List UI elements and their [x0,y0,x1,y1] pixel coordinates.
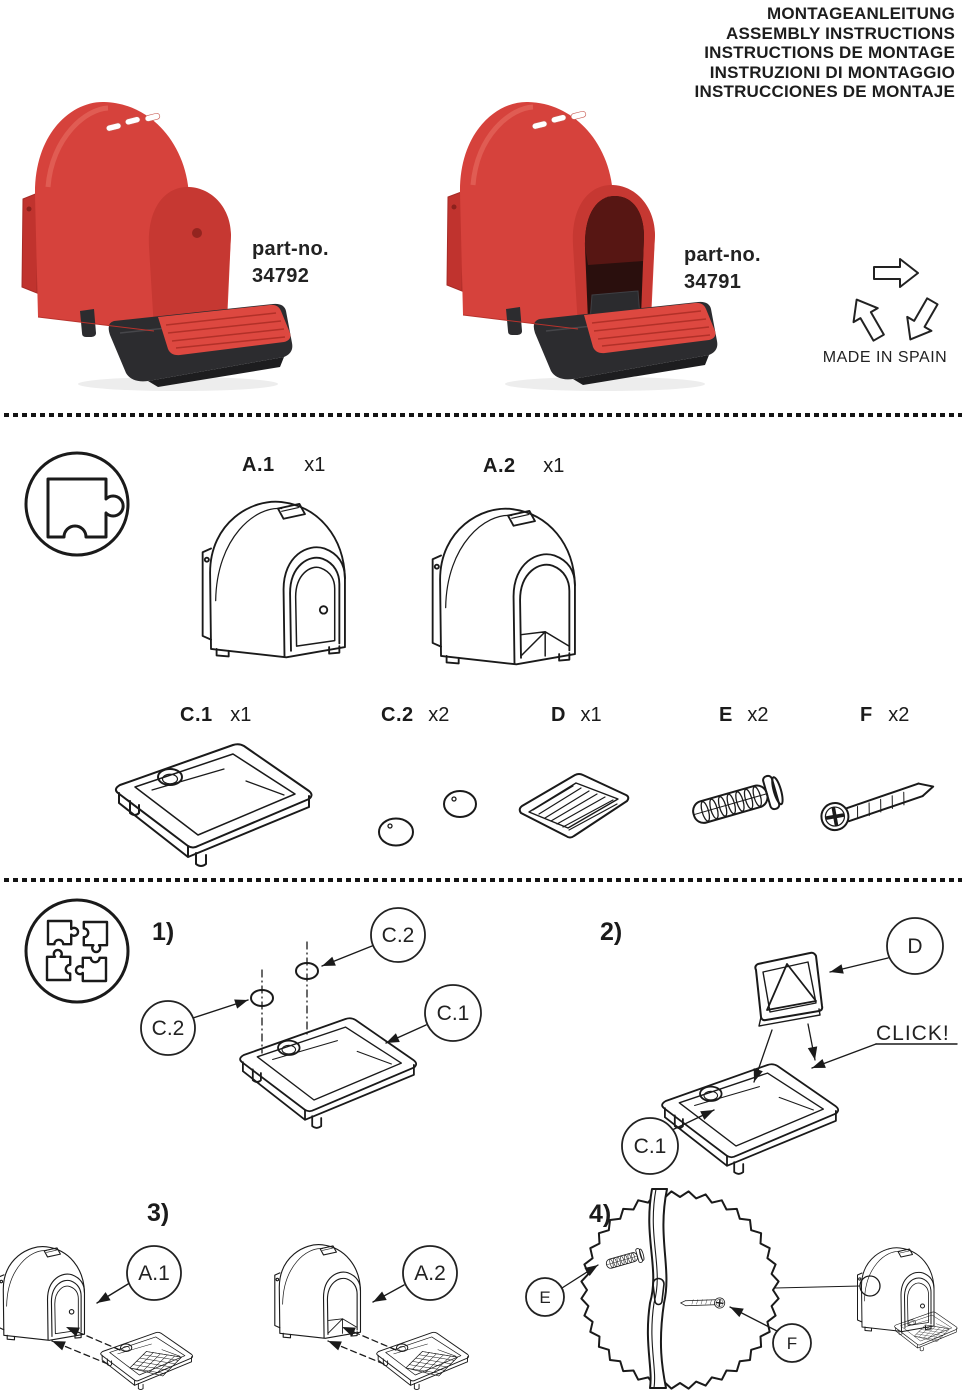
step-4-diagram: E F [525,1188,966,1390]
puzzle-piece-icon [24,451,130,557]
step-1-number: 1) [152,918,175,946]
detail-zoom-outline [580,1190,780,1390]
part-qty: x2 [888,704,910,726]
part-qty: x2 [428,704,450,726]
callout-c2-a [370,907,426,963]
callout-c2-b [140,1000,196,1056]
part-qty: x2 [747,704,769,726]
made-in-label: MADE IN SPAIN [822,349,948,366]
product-photo-closed-house [21,101,293,391]
part-drawing-a1-house [198,489,368,679]
title-en: ASSEMBLY INSTRUCTIONS [725,23,955,43]
part-qty: x1 [543,455,565,477]
step-2-diagram: D C.1 [621,917,958,1175]
title-es: INSTRUCCIONES DE MONTAJE [694,82,955,101]
part-label-c1: C.1 x1 [180,704,251,727]
callout-label: C.2 [152,1017,185,1040]
part-qty: x1 [304,454,326,476]
part-drawing-d-grate [518,773,630,839]
callout-c1 [621,1117,679,1175]
step-3-diagram: A.1 A.2 [0,1233,480,1394]
callout-label: A.2 [414,1262,446,1285]
part-number-block-2: part-no. 34791 [684,242,761,296]
recycling-arrows-icon [843,258,946,348]
callout-label: E [539,1288,550,1307]
title-de: MONTAGEANLEITUNG [767,4,955,23]
part-qty: x1 [580,704,602,726]
callout-label: D [907,935,922,958]
callout-label: C.2 [382,924,415,947]
step-3-number: 3) [147,1199,170,1227]
section-divider [4,878,962,882]
title-it: INSTRUZIONI DI MONTAGGIO [709,62,955,82]
callout-f [772,1323,812,1363]
part-label: part-no. [252,238,329,260]
perch-ribs [165,312,286,349]
part-id: F [860,704,873,726]
part-id: C.2 [381,704,414,726]
product-photo-open-house [446,101,718,391]
part-drawing-e-anchor [688,772,787,833]
part-qty: x1 [230,704,252,726]
click-note: CLICK! [876,1022,950,1045]
puzzle-assembly-icon [24,898,130,1004]
part-id: A.1 [242,454,275,476]
perch-ribs [591,310,711,347]
part-label-c2: C.2 x2 [381,704,449,727]
callout-e [525,1277,565,1317]
step-4-number: 4) [589,1200,612,1228]
part-number: 34792 [252,265,310,287]
part-drawing-a2-house [428,496,598,686]
part-drawing-c2-caps [378,790,477,847]
part-label: part-no. [684,244,761,266]
callout-c1 [424,984,482,1042]
part-label-f: F x2 [860,704,909,727]
callout-label: A.1 [138,1262,170,1285]
part-id: A.2 [483,455,516,477]
part-label-e: E x2 [719,704,769,727]
part-number: 34791 [684,271,742,293]
part-id: C.1 [180,704,213,726]
callout-a1 [126,1245,182,1301]
callout-label: C.1 [437,1002,470,1025]
part-id: E [719,704,733,726]
section-divider [4,413,962,417]
step-1-diagram: C.2 C.2 C.1 [140,907,482,1129]
part-drawing-c1-tray [114,743,313,867]
roof-vents [105,112,161,132]
callout-a2 [402,1245,458,1301]
part-label-a1: A.1 x1 [242,454,325,477]
callout-label: F [787,1334,797,1353]
part-label-a2: A.2 x1 [483,455,564,478]
title-fr: INSTRUCTIONS DE MONTAGE [704,43,955,62]
part-drawing-f-screw [816,779,940,835]
multilanguage-title: MONTAGEANLEITUNG ASSEMBLY INSTRUCTIONS I… [695,4,955,102]
roof-vents [531,110,587,130]
callout-label: C.1 [634,1135,667,1158]
step-2-number: 2) [600,918,623,946]
part-label-d: D x1 [551,704,602,727]
callout-d [886,917,944,975]
part-number-block-1: part-no. 34792 [252,236,329,290]
part-id: D [551,704,566,726]
